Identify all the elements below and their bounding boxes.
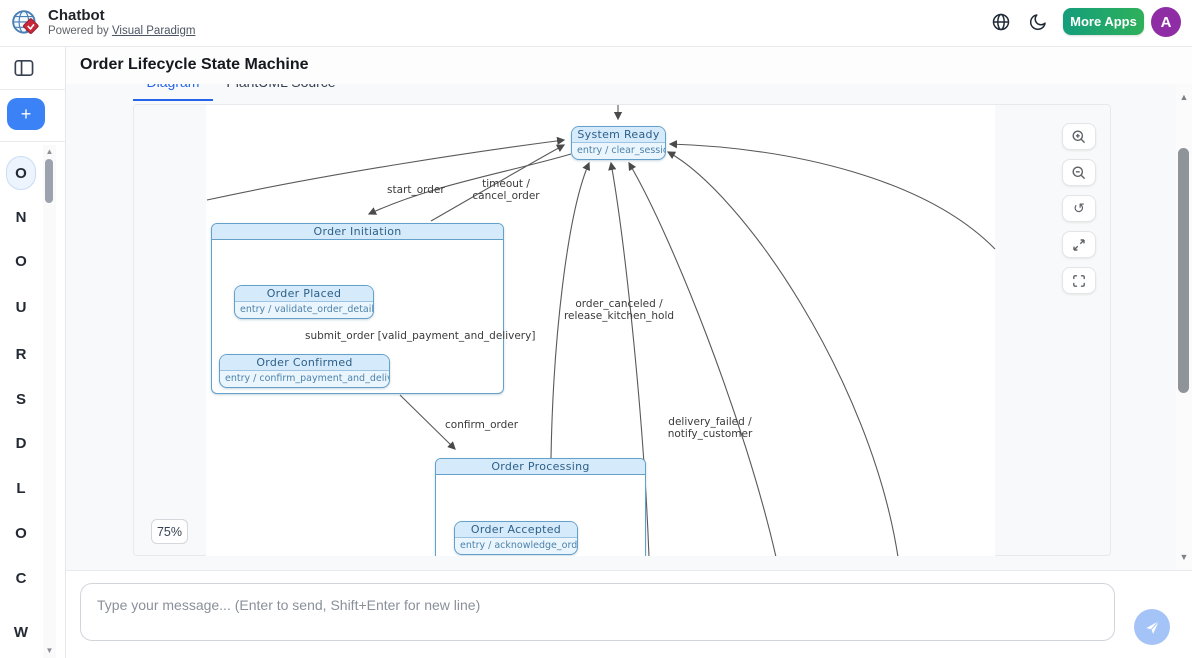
active-tab-underline	[133, 99, 213, 101]
reset-rotate-icon: ↺	[1073, 200, 1085, 217]
edge-delivery-failed	[629, 163, 776, 556]
sidebar-item-conversation[interactable]: R	[6, 337, 36, 371]
chat-input-bar	[66, 570, 1192, 658]
state-system-ready: System Ready entry / clear_session	[571, 126, 666, 160]
dark-mode-moon-icon[interactable]	[1028, 12, 1048, 32]
new-chat-button[interactable]: +	[7, 98, 45, 130]
top-header: Chatbot Powered by Visual Paradigm More …	[0, 0, 1192, 47]
diagram-card: System Ready entry / clear_session Order…	[133, 104, 1111, 556]
sidebar-toggle-icon[interactable]	[14, 58, 34, 78]
transition-label-start-order: start_order	[387, 184, 445, 196]
transition-label-delivery-failed: delivery_failed / notify_customer	[668, 416, 753, 440]
fullscreen-corners-icon	[1071, 273, 1087, 289]
transition-label-confirm-order: confirm_order	[445, 419, 518, 431]
avatar[interactable]: A	[1151, 7, 1181, 37]
sidebar-item-conversation[interactable]: D	[6, 426, 36, 460]
transition-label-timeout: timeout / cancel_order	[472, 178, 539, 202]
sidebar-item-conversation[interactable]: S	[6, 382, 36, 416]
sidebar-item-conversation[interactable]: W	[6, 615, 36, 649]
send-button[interactable]	[1134, 609, 1170, 645]
transition-label-submit-order: submit_order [valid_payment_and_delivery…	[305, 330, 535, 342]
sidebar-divider	[0, 89, 66, 90]
zoom-in-icon	[1071, 129, 1087, 145]
more-apps-button[interactable]: More Apps	[1063, 8, 1144, 35]
edge-to-system-ready	[670, 144, 995, 249]
state-entry-action: entry / acknowledge_order	[455, 538, 577, 554]
fullscreen-button[interactable]	[1062, 267, 1096, 294]
visual-paradigm-logo-icon	[11, 8, 41, 38]
content-scrollbar[interactable]: ▲ ▼	[1176, 84, 1192, 570]
reset-view-button[interactable]: ↺	[1062, 195, 1096, 222]
sidebar-item-conversation[interactable]: O	[6, 516, 36, 550]
state-name: Order Confirmed	[220, 355, 389, 371]
state-entry-action: entry / clear_session	[572, 143, 665, 159]
transition-label-order-canceled: order_canceled / release_kitchen_hold	[564, 298, 674, 322]
state-order-accepted: Order Accepted entry / acknowledge_order	[454, 521, 578, 555]
sidebar: + O N O U R S D L O C W ▲ ▼	[0, 47, 66, 658]
scroll-down-icon[interactable]: ▼	[43, 646, 56, 655]
sidebar-scrollbar-thumb[interactable]	[45, 159, 53, 203]
sidebar-item-conversation[interactable]: N	[6, 200, 36, 234]
state-name: System Ready	[572, 127, 665, 143]
fit-to-screen-button[interactable]	[1062, 231, 1096, 258]
sidebar-scrollbar[interactable]: ▲ ▼	[43, 145, 56, 658]
powered-by-prefix: Powered by	[48, 25, 112, 37]
page-title: Order Lifecycle State Machine	[80, 56, 309, 74]
sidebar-item-conversation[interactable]: C	[6, 561, 36, 595]
zoom-in-button[interactable]	[1062, 123, 1096, 150]
app-title: Chatbot	[48, 7, 105, 24]
state-entry-action: entry / confirm_payment_and_delivery	[220, 371, 389, 387]
chat-content-area: Diagram PlantUML Source	[66, 84, 1192, 570]
sidebar-divider	[0, 141, 66, 142]
expand-arrows-icon	[1071, 237, 1087, 253]
sidebar-item-conversation[interactable]: O	[6, 156, 36, 190]
language-globe-icon[interactable]	[991, 12, 1011, 32]
sidebar-item-conversation[interactable]: U	[6, 290, 36, 324]
scroll-down-icon[interactable]: ▼	[1176, 552, 1192, 562]
conversation-titlebar: Order Lifecycle State Machine	[66, 47, 1192, 84]
zoom-out-button[interactable]	[1062, 159, 1096, 186]
state-order-placed: Order Placed entry / validate_order_deta…	[234, 285, 374, 319]
state-order-confirmed: Order Confirmed entry / confirm_payment_…	[219, 354, 390, 388]
state-entry-action: entry / validate_order_details	[235, 302, 373, 318]
zoom-out-icon	[1071, 165, 1087, 181]
scroll-up-icon[interactable]: ▲	[43, 147, 56, 156]
sidebar-item-conversation[interactable]: L	[6, 471, 36, 505]
state-name: Order Accepted	[455, 522, 577, 538]
edge-to-system-ready	[668, 152, 898, 556]
scroll-up-icon[interactable]: ▲	[1176, 92, 1192, 102]
state-machine-diagram: System Ready entry / clear_session Order…	[134, 105, 1111, 556]
sidebar-item-conversation[interactable]: O	[6, 244, 36, 278]
message-input[interactable]	[80, 583, 1115, 641]
visual-paradigm-link[interactable]: Visual Paradigm	[112, 25, 196, 37]
state-name: Order Initiation	[212, 224, 503, 240]
powered-by: Powered by Visual Paradigm	[48, 25, 195, 37]
content-scrollbar-thumb[interactable]	[1178, 148, 1189, 393]
state-name: Order Placed	[235, 286, 373, 302]
state-name: Order Processing	[436, 459, 645, 475]
zoom-level-badge: 75%	[151, 519, 188, 544]
send-paper-plane-icon	[1143, 618, 1162, 637]
